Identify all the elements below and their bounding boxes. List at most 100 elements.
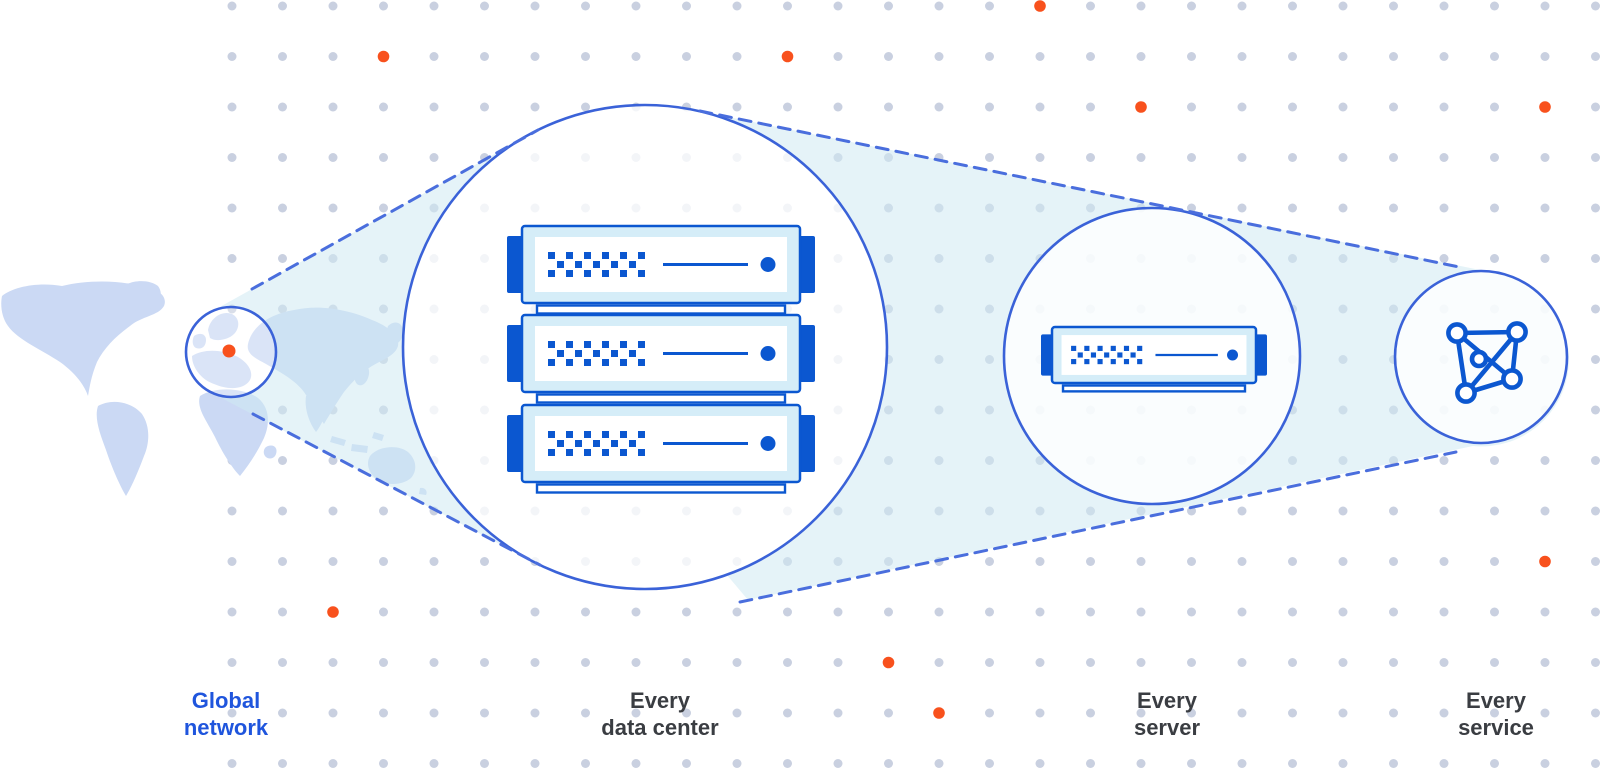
grid-dot xyxy=(934,658,944,667)
grid-dot xyxy=(1136,1,1146,11)
label-line: Every xyxy=(1466,688,1526,713)
server-unit xyxy=(507,313,815,404)
grid-dot xyxy=(884,52,893,61)
grid-dot xyxy=(278,506,287,516)
grid-dot xyxy=(1136,52,1146,61)
grid-dot xyxy=(732,658,742,667)
grid-dot xyxy=(1490,1,1499,11)
grid-dot xyxy=(1035,708,1045,718)
grid-dot xyxy=(1338,607,1348,617)
grid-dot xyxy=(1591,506,1600,516)
grid-dot xyxy=(328,203,338,213)
grid-dot xyxy=(1591,405,1600,415)
grid-dot xyxy=(1237,203,1247,213)
grid-dot xyxy=(227,203,237,213)
grid-dot xyxy=(783,708,792,718)
grid-dot xyxy=(1540,203,1550,213)
label-every-service: Every service xyxy=(1458,687,1534,741)
grid-dot xyxy=(1591,708,1600,718)
grid-dot xyxy=(429,708,439,718)
grid-dot xyxy=(227,102,237,112)
grid-dot xyxy=(1288,557,1297,566)
grid-dot xyxy=(1490,203,1499,213)
grid-dot xyxy=(328,506,338,516)
grid-dot xyxy=(1591,607,1600,617)
grid-dot xyxy=(985,102,994,112)
dashed-line-upper-left xyxy=(250,128,540,291)
grid-dot xyxy=(1439,254,1449,263)
island-madagascar xyxy=(263,445,277,459)
grid-dot xyxy=(379,102,388,112)
grid-dot xyxy=(1086,708,1095,718)
grid-dot xyxy=(985,607,994,617)
grid-dot xyxy=(1338,153,1348,162)
grid-dot xyxy=(379,658,388,667)
grid-dot xyxy=(1086,759,1095,768)
grid-dot xyxy=(783,759,792,768)
grid-dot xyxy=(631,1,641,11)
grid-dot-orange xyxy=(1539,101,1551,113)
grid-dot xyxy=(631,759,641,768)
grid-dot xyxy=(1540,708,1550,718)
grid-dot xyxy=(1439,759,1449,768)
grid-dot xyxy=(1490,52,1499,61)
grid-dot xyxy=(530,708,540,718)
grid-dot xyxy=(1490,708,1499,718)
grid-dot xyxy=(429,153,439,162)
grid-dot xyxy=(1439,52,1449,61)
grid-dot xyxy=(1591,759,1600,768)
grid-dot xyxy=(1490,759,1499,768)
grid-dot xyxy=(379,506,388,516)
grid-dot xyxy=(1035,102,1045,112)
grid-dot xyxy=(1389,759,1398,768)
grid-dot xyxy=(1338,1,1348,11)
grid-dot xyxy=(1288,759,1297,768)
grid-dot xyxy=(429,557,439,566)
server-side-tab xyxy=(507,415,525,472)
label-line: data center xyxy=(601,715,719,740)
grid-dot xyxy=(732,1,742,11)
continent-greenland xyxy=(120,281,161,312)
dashed-line-lower-left xyxy=(251,412,542,567)
grid-dot xyxy=(581,708,590,718)
server-led-dot xyxy=(760,257,776,272)
grid-dot xyxy=(278,607,287,617)
grid-dot xyxy=(985,1,994,11)
grid-dot xyxy=(934,1,944,11)
grid-dot xyxy=(1591,203,1600,213)
grid-dot xyxy=(1136,708,1146,718)
grid-dot xyxy=(732,607,742,617)
grid-dot xyxy=(379,1,388,11)
grid-dot xyxy=(1338,708,1348,718)
grid-dot xyxy=(1439,102,1449,112)
grid-dot xyxy=(1187,52,1196,61)
grid-dot-orange xyxy=(781,50,794,63)
grid-dot xyxy=(1490,456,1499,465)
grid-dot xyxy=(1338,203,1348,213)
mesh-node-top-right xyxy=(1506,321,1528,343)
location-marker-dot xyxy=(222,344,236,358)
grid-dot xyxy=(1035,658,1045,667)
grid-dot xyxy=(328,759,338,768)
grid-dot xyxy=(1237,759,1247,768)
grid-dot xyxy=(732,52,742,61)
grid-dot xyxy=(581,52,590,61)
grid-dot xyxy=(1035,52,1045,61)
beam-globe-to-datacenter xyxy=(209,136,532,561)
grid-dot xyxy=(278,254,287,263)
grid-dot xyxy=(934,52,944,61)
island-uk xyxy=(192,333,206,349)
grid-dot xyxy=(1086,102,1095,112)
server-led-dot xyxy=(760,346,776,361)
grid-dot xyxy=(1540,1,1550,11)
grid-dot xyxy=(480,708,489,718)
grid-dot xyxy=(1389,1,1398,11)
grid-dot xyxy=(480,102,489,112)
continent-north-america xyxy=(1,281,165,396)
grid-dot xyxy=(1439,506,1449,516)
grid-dot xyxy=(1389,708,1398,718)
grid-dot xyxy=(1591,658,1600,667)
grid-dot xyxy=(1439,708,1449,718)
mesh-node-bottom-right xyxy=(1501,368,1523,390)
